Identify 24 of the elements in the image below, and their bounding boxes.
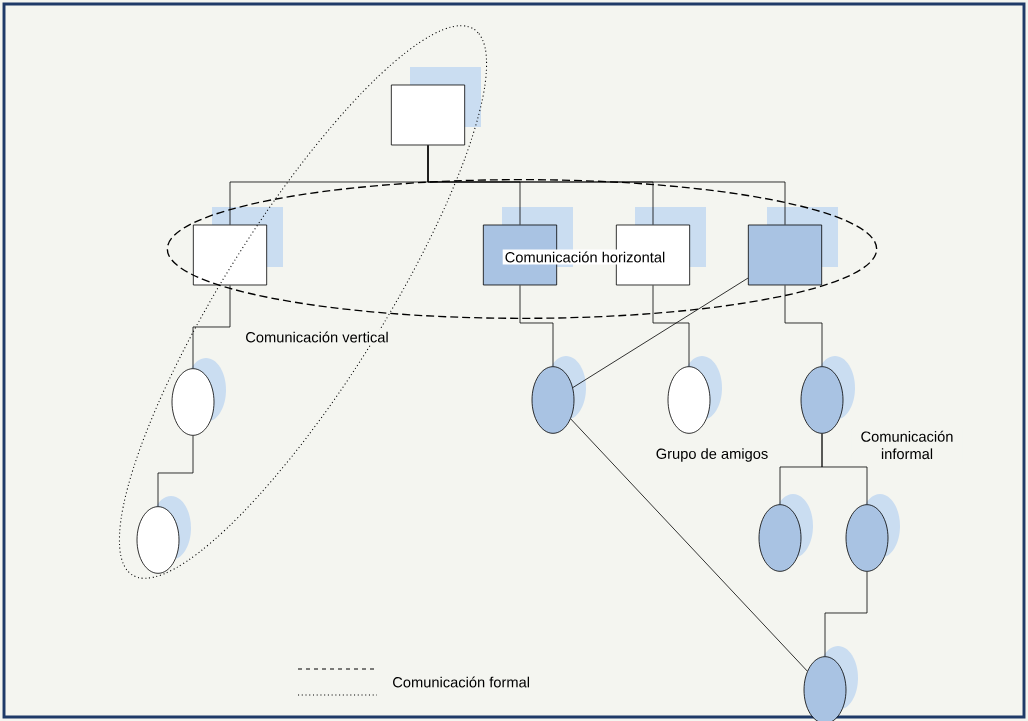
org-box <box>390 67 481 146</box>
connector-line <box>824 571 868 657</box>
circle-node <box>667 356 722 434</box>
connector-line <box>652 285 690 367</box>
circle-node <box>800 356 855 434</box>
circle-node <box>758 494 813 572</box>
annotation-text: Comunicación informal <box>851 428 963 462</box>
circle-node <box>845 494 900 572</box>
annotation-text: Grupo de amigos <box>653 446 771 464</box>
connector-line <box>821 433 868 505</box>
connector-line <box>192 285 231 369</box>
connector-line <box>427 145 786 225</box>
connector-line <box>572 277 749 388</box>
circle-node <box>803 646 858 721</box>
circle-node <box>171 358 226 436</box>
connector-line <box>784 285 823 367</box>
legend-text: Comunicación formal <box>393 676 529 688</box>
connector-line <box>519 285 554 367</box>
circle-node <box>531 356 586 434</box>
circle-node <box>136 496 191 574</box>
connector-line <box>570 418 808 672</box>
connector-line <box>157 435 194 507</box>
org-box <box>192 207 283 286</box>
org-box <box>747 207 838 286</box>
